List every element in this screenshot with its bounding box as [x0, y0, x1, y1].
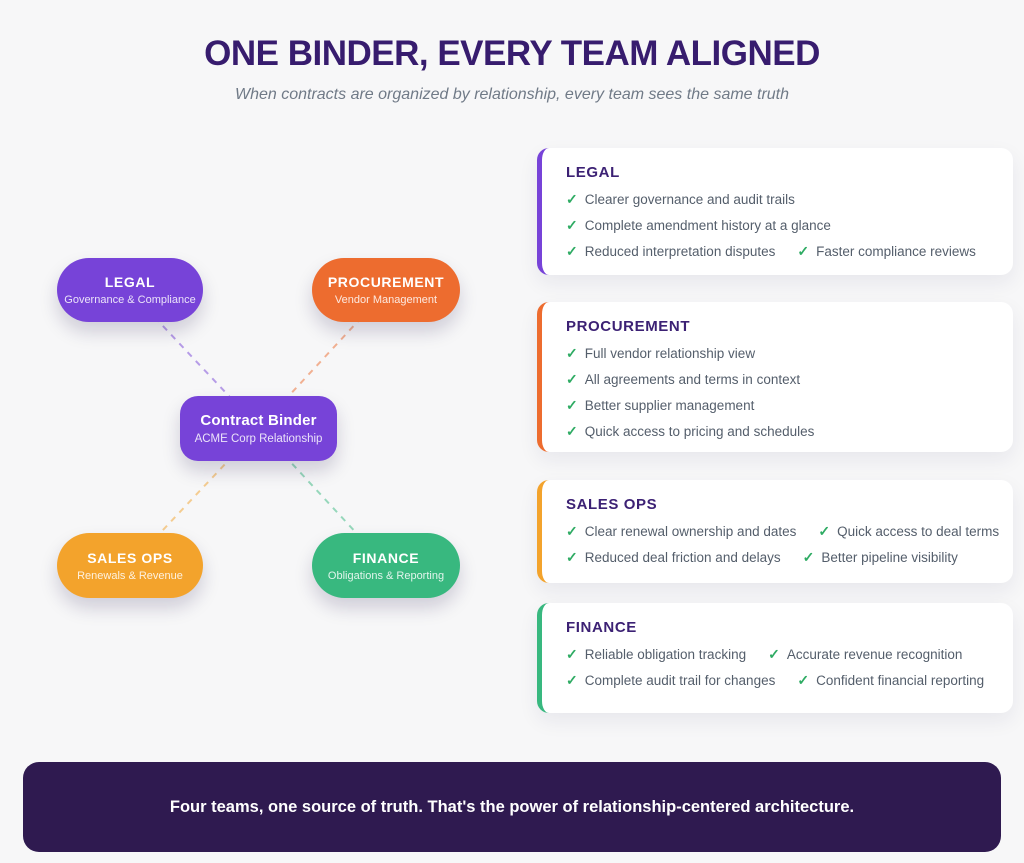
benefit-text: All agreements and terms in context: [584, 372, 801, 387]
benefit-text: Reliable obligation tracking: [584, 647, 747, 662]
check-icon: ✓: [566, 191, 578, 207]
benefit-text: Clearer governance and audit trails: [584, 192, 795, 207]
benefit-text: Complete audit trail for changes: [584, 673, 776, 688]
benefit-row: ✓ Reduced interpretation disputes ✓ Fast…: [566, 243, 989, 261]
benefit-text: Reduced interpretation disputes: [584, 244, 776, 259]
card-heading: FINANCE: [566, 619, 637, 636]
node-title: Contract Binder: [200, 412, 317, 429]
node-title: FINANCE: [352, 549, 420, 566]
node-subtitle: ACME Corp Relationship: [194, 433, 323, 445]
benefit-item: ✓ Clearer governance and audit trails: [566, 191, 795, 209]
check-icon: ✓: [566, 423, 578, 439]
benefit-row: ✓ Clear renewal ownership and dates ✓ Qu…: [566, 523, 999, 541]
benefit-row: ✓ Quick access to pricing and schedules: [566, 423, 989, 441]
benefit-row: ✓ Full vendor relationship view: [566, 345, 989, 363]
benefits-card-finance: FINANCE ✓ Reliable obligation tracking ✓…: [537, 603, 1013, 713]
benefit-item: ✓ Better pipeline visibility: [803, 549, 958, 567]
benefit-row: ✓ Reliable obligation tracking ✓ Accurat…: [566, 646, 989, 664]
benefit-row: ✓ All agreements and terms in context: [566, 371, 989, 389]
benefit-text: Quick access to deal terms: [837, 524, 1000, 539]
benefit-item: ✓ Confident financial reporting: [797, 672, 984, 690]
benefits-card-procurement: PROCUREMENT ✓ Full vendor relationship v…: [537, 302, 1013, 452]
benefit-text: Quick access to pricing and schedules: [584, 424, 815, 439]
benefit-item: ✓ Complete amendment history at a glance: [566, 217, 831, 235]
node-title: LEGAL: [104, 274, 156, 290]
node-title: PROCUREMENT: [327, 274, 445, 290]
node-procurement: PROCUREMENT Vendor Management: [312, 258, 460, 322]
node-subtitle: Governance & Compliance: [64, 294, 196, 306]
summary-banner: Four teams, one source of truth. That's …: [23, 762, 1001, 852]
benefit-item: ✓ Reduced interpretation disputes: [566, 243, 775, 261]
node-subtitle: Renewals & Revenue: [77, 569, 183, 582]
card-heading: LEGAL: [566, 164, 620, 181]
node-subtitle: Obligations & Reporting: [327, 569, 445, 582]
check-icon: ✓: [566, 243, 578, 259]
check-icon: ✓: [768, 646, 780, 662]
benefit-item: ✓ Complete audit trail for changes: [566, 672, 775, 690]
node-finance: FINANCE Obligations & Reporting: [312, 533, 460, 598]
check-icon: ✓: [566, 672, 578, 688]
benefit-item: ✓ Clear renewal ownership and dates: [566, 523, 796, 541]
benefit-text: Complete amendment history at a glance: [584, 218, 831, 233]
page-subtitle: When contracts are organized by relation…: [234, 86, 790, 103]
node-subtitle: Vendor Management: [334, 294, 438, 306]
node-legal: LEGAL Governance & Compliance: [57, 258, 203, 322]
benefit-text: Better supplier management: [584, 398, 755, 413]
benefit-row: ✓ Reduced deal friction and delays ✓ Bet…: [566, 549, 989, 567]
check-icon: ✓: [566, 397, 578, 413]
benefit-item: ✓ Better supplier management: [566, 397, 754, 415]
benefit-row: ✓ Complete audit trail for changes ✓ Con…: [566, 672, 989, 690]
check-icon: ✓: [802, 549, 815, 565]
check-icon: ✓: [797, 243, 810, 259]
check-icon: ✓: [566, 345, 578, 361]
check-icon: ✓: [818, 523, 831, 539]
benefit-item: ✓ All agreements and terms in context: [566, 371, 800, 389]
node-sales-ops: SALES OPS Renewals & Revenue: [57, 533, 203, 598]
card-heading: SALES OPS: [566, 496, 658, 513]
benefit-text: Better pipeline visibility: [821, 550, 958, 565]
benefit-text: Full vendor relationship view: [584, 346, 756, 361]
check-icon: ✓: [566, 549, 578, 565]
check-icon: ✓: [566, 523, 578, 539]
header: ONE BINDER, EVERY TEAM ALIGNED When cont…: [0, 34, 1024, 104]
benefit-item: ✓ Quick access to pricing and schedules: [566, 423, 814, 441]
benefit-item: ✓ Faster compliance reviews: [797, 243, 976, 261]
benefits-card-sales-ops: SALES OPS ✓ Clear renewal ownership and …: [537, 480, 1013, 583]
benefit-row: ✓ Clearer governance and audit trails: [566, 191, 989, 209]
check-icon: ✓: [566, 371, 578, 387]
benefit-item: ✓ Quick access to deal terms: [818, 523, 999, 541]
benefit-row: ✓ Complete amendment history at a glance: [566, 217, 989, 235]
benefit-text: Accurate revenue recognition: [786, 647, 963, 662]
benefit-item: ✓ Reliable obligation tracking: [566, 646, 746, 664]
benefit-text: Faster compliance reviews: [816, 244, 976, 259]
node-title: SALES OPS: [87, 549, 173, 566]
benefit-item: ✓ Full vendor relationship view: [566, 345, 755, 363]
benefit-row: ✓ Better supplier management: [566, 397, 989, 415]
check-icon: ✓: [797, 672, 810, 688]
summary-banner-text: Four teams, one source of truth. That's …: [169, 797, 855, 816]
benefit-text: Reduced deal friction and delays: [584, 550, 781, 565]
page-title: ONE BINDER, EVERY TEAM ALIGNED: [204, 34, 820, 73]
check-icon: ✓: [566, 217, 578, 233]
benefit-item: ✓ Accurate revenue recognition: [768, 646, 962, 664]
benefit-text: Confident financial reporting: [816, 673, 985, 688]
check-icon: ✓: [566, 646, 578, 662]
benefit-item: ✓ Reduced deal friction and delays: [566, 549, 781, 567]
node-contract-binder: Contract Binder ACME Corp Relationship: [180, 396, 337, 461]
benefit-text: Clear renewal ownership and dates: [584, 524, 797, 539]
card-heading: PROCUREMENT: [566, 318, 691, 335]
benefits-card-legal: LEGAL ✓ Clearer governance and audit tra…: [537, 148, 1013, 275]
